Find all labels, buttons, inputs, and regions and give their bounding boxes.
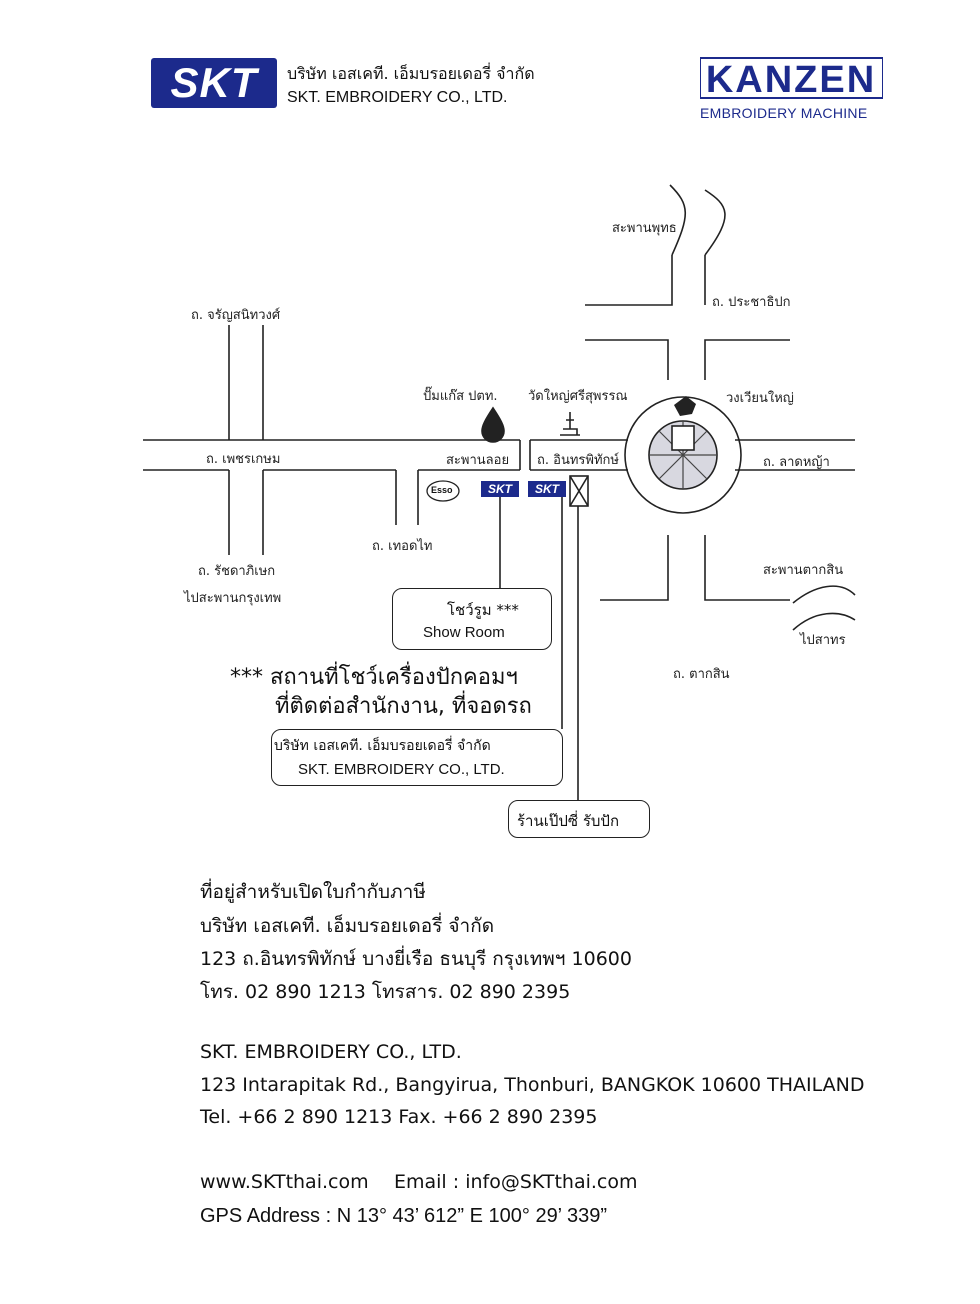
label-saphan-taksin: สะพานตากสิน (763, 563, 844, 578)
kanzen-logo-text: KANZEN (706, 59, 876, 100)
kanzen-subtitle: EMBROIDERY MACHINE (700, 105, 868, 121)
road-taksin-east (704, 535, 790, 601)
skt-logo: SKT (151, 58, 277, 108)
label-to-sathorn: ไปสาทร (800, 633, 846, 648)
label-wongwian-yai: วงเวียนใหญ่ (726, 391, 794, 406)
saphantaksin-curve-2 (792, 612, 856, 631)
label-thoet-thai: ถ. เทอดไท (372, 539, 433, 554)
label-saphan-phut: สะพานพุทธ (612, 221, 677, 236)
road-prachathipok-west (585, 339, 669, 380)
company-name-en: SKT. EMBROIDERY CO., LTD. (287, 89, 508, 106)
label-lat-ya: ถ. ลาดหญ้า (763, 455, 830, 470)
label-to-krungthep-bridge: ไปสะพานกรุงเทพ (184, 591, 282, 606)
pepsi-shop-box: ร้านเป๊ปซี่ รับปัก (508, 800, 650, 838)
monument-statue (674, 396, 696, 416)
label-pam-gas: ปั๊มแก๊ส ปตท. (423, 389, 498, 404)
skt-office-marker: SKT (528, 481, 566, 497)
notice-line-2: ที่ติดต่อสำนักงาน, ที่จอดรถ (275, 694, 532, 719)
company-name-th: บริษัท เอสเคที. เอ็มบรอยเดอรี่ จำกัด (287, 64, 535, 83)
label-saphan-loi: สะพานลอย (446, 453, 510, 468)
notice-line-1: *** สถานที่โชว์เครื่องปักคอมฯ (230, 665, 518, 690)
kanzen-logo-graphic: KANZEN (699, 57, 884, 101)
address-en-street: 123 Intarapitak Rd., Bangyirua, Thonburi… (200, 1074, 865, 1096)
gps-address: GPS Address : N 13° 43’ 612” E 100° 29’ … (200, 1205, 607, 1227)
showroom-en: Show Room (423, 624, 505, 641)
address-th-title: ที่อยู่สำหรับเปิดใบกำกับภาษี (200, 881, 426, 903)
office-name-en: SKT. EMBROIDERY CO., LTD. (298, 761, 505, 778)
roundabout-outer (624, 396, 742, 514)
skt-showroom-marker: SKT (481, 481, 519, 497)
pepsi-shop-label: ร้านเป๊ปซี่ รับปัก (517, 812, 620, 830)
email-link[interactable]: Email : info@SKTthai.com (394, 1171, 638, 1193)
shop-marker-cross (569, 475, 589, 507)
esso-ellipse (426, 480, 460, 502)
address-th-street: 123 ถ.อินทรพิทักษ์ บางยี่เรือ ธนบุรี กรุ… (200, 948, 632, 970)
monument-spokes (649, 421, 717, 489)
saphanphut-curve-2 (704, 189, 726, 256)
label-charansanitwong: ถ. จรัญสนิทวงศ์ (191, 308, 281, 323)
showroom-box: โชว์รูม *** Show Room (392, 588, 552, 650)
saphantaksin-curve-1 (792, 585, 856, 604)
kanzen-logo: KANZEN (699, 56, 884, 101)
label-taksin-rd: ถ. ตากสิน (673, 667, 730, 682)
address-en-company: SKT. EMBROIDERY CO., LTD. (200, 1041, 462, 1063)
showroom-th: โชว์รูม *** (447, 601, 519, 619)
label-wat-yai: วัดใหญ่ศรีสุพรรณ (528, 389, 628, 404)
road-thoetthai (395, 470, 419, 525)
label-phetkasem: ถ. เพชรเกษม (206, 452, 281, 467)
address-th-company: บริษัท เอสเคที. เอ็มบรอยเดอรี่ จำกัด (200, 915, 495, 937)
road-prachathipok-east (704, 339, 790, 380)
address-en-phone: Tel. +66 2 890 1213 Fax. +66 2 890 2395 (200, 1106, 598, 1128)
road-charansanitwong (228, 325, 264, 440)
esso-logo-text: Esso (431, 485, 453, 495)
saphanphut-curve-1 (669, 184, 687, 256)
label-ratchaphisek: ถ. รัชดาภิเษก (198, 564, 276, 579)
office-name-th: บริษัท เอสเคที. เอ็มบรอยเดอรี่ จำกัด (274, 738, 491, 754)
website-link[interactable]: www.SKTthai.com (200, 1171, 369, 1193)
road-taksin-west (600, 535, 669, 601)
road-ratchadaphisek (228, 470, 264, 555)
label-intharaphitak: ถ. อินทรพิทักษ์ (537, 453, 619, 468)
road-saphanphut-west (585, 255, 673, 306)
address-th-phone: โทร. 02 890 1213 โทรสาร. 02 890 2395 (200, 981, 571, 1003)
footbridge (519, 440, 531, 470)
temple-icon (560, 412, 580, 436)
office-box: บริษัท เอสเคที. เอ็มบรอยเดอรี่ จำกัด SKT… (271, 729, 563, 786)
gas-drop-icon (481, 406, 505, 443)
label-prachathipok: ถ. ประชาธิปก (712, 295, 791, 310)
monument-pedestal (671, 425, 695, 451)
